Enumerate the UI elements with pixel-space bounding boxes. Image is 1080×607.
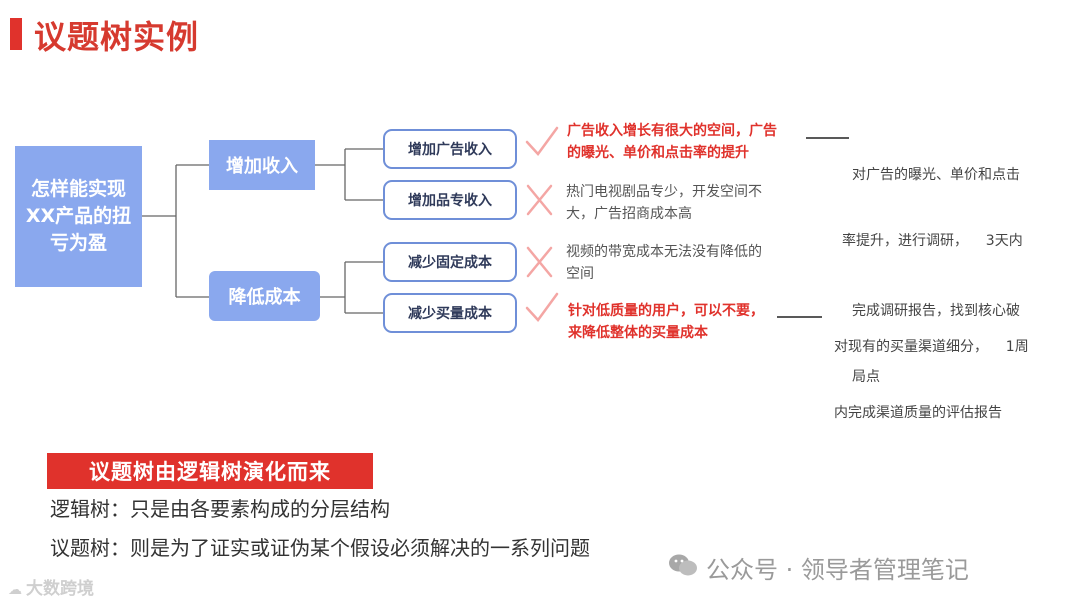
root-question-node: 怎样能实现 XX产品的扭 亏为盈 [15,146,142,287]
root-line-3: 亏为盈 [49,232,107,254]
note-ad-research: 对广告的曝光、单价和点击 率提升，进行调研， 3天内 完成调研报告，找到核心破 … [842,167,1023,385]
cross-mark-fixed [526,246,553,278]
check-mark-ad [525,126,559,156]
page-title: 议题树实例 [34,18,200,56]
brand-logo-icon: ☁ [8,582,22,598]
definition-logic-tree: 逻辑树：只是由各要素构成的分层结构 [50,497,390,521]
root-line-2: XX产品的扭 [25,205,132,227]
node-increase-revenue: 增加收入 [209,140,315,190]
desc-fixed-cost: 视频的带宽成本无法没有降低的空间 [566,244,762,282]
corner-logo: ☁大数跨境 [8,579,94,599]
title-accent-bar [10,18,22,50]
cross-mark-pinzhuan [526,184,553,216]
note-channel-evaluation: 对现有的买量渠道细分， 1周 内完成渠道质量的评估报告 [834,339,1029,421]
node-reduce-acquisition-cost: 减少买量成本 [383,293,517,333]
node-increase-sponsorship-revenue: 增加品专收入 [383,180,517,220]
node-reduce-cost: 降低成本 [209,271,320,321]
desc-acquisition-cost: 针对低质量的用户，可以不要，来降低整体的买量成本 [568,303,764,341]
node-increase-ad-revenue: 增加广告收入 [383,129,517,169]
desc-sponsorship: 热门电视剧品专少，开发空间不大，广告招商成本高 [566,184,762,222]
wechat-icon [669,554,697,576]
definition-issue-tree: 议题树：则是为了证实或证伪某个假设必须解决的一系列问题 [50,536,590,560]
desc-ad-revenue: 广告收入增长有很大的空间，广告的曝光、单价和点击率的提升 [567,123,777,161]
check-mark-buy [525,292,559,322]
node-reduce-fixed-cost: 减少固定成本 [383,242,517,282]
root-line-1: 怎样能实现 [30,178,126,200]
watermark-text: 公众号 · 领导者管理笔记 [706,556,969,584]
subheading-banner: 议题树由逻辑树演化而来 [47,453,373,489]
